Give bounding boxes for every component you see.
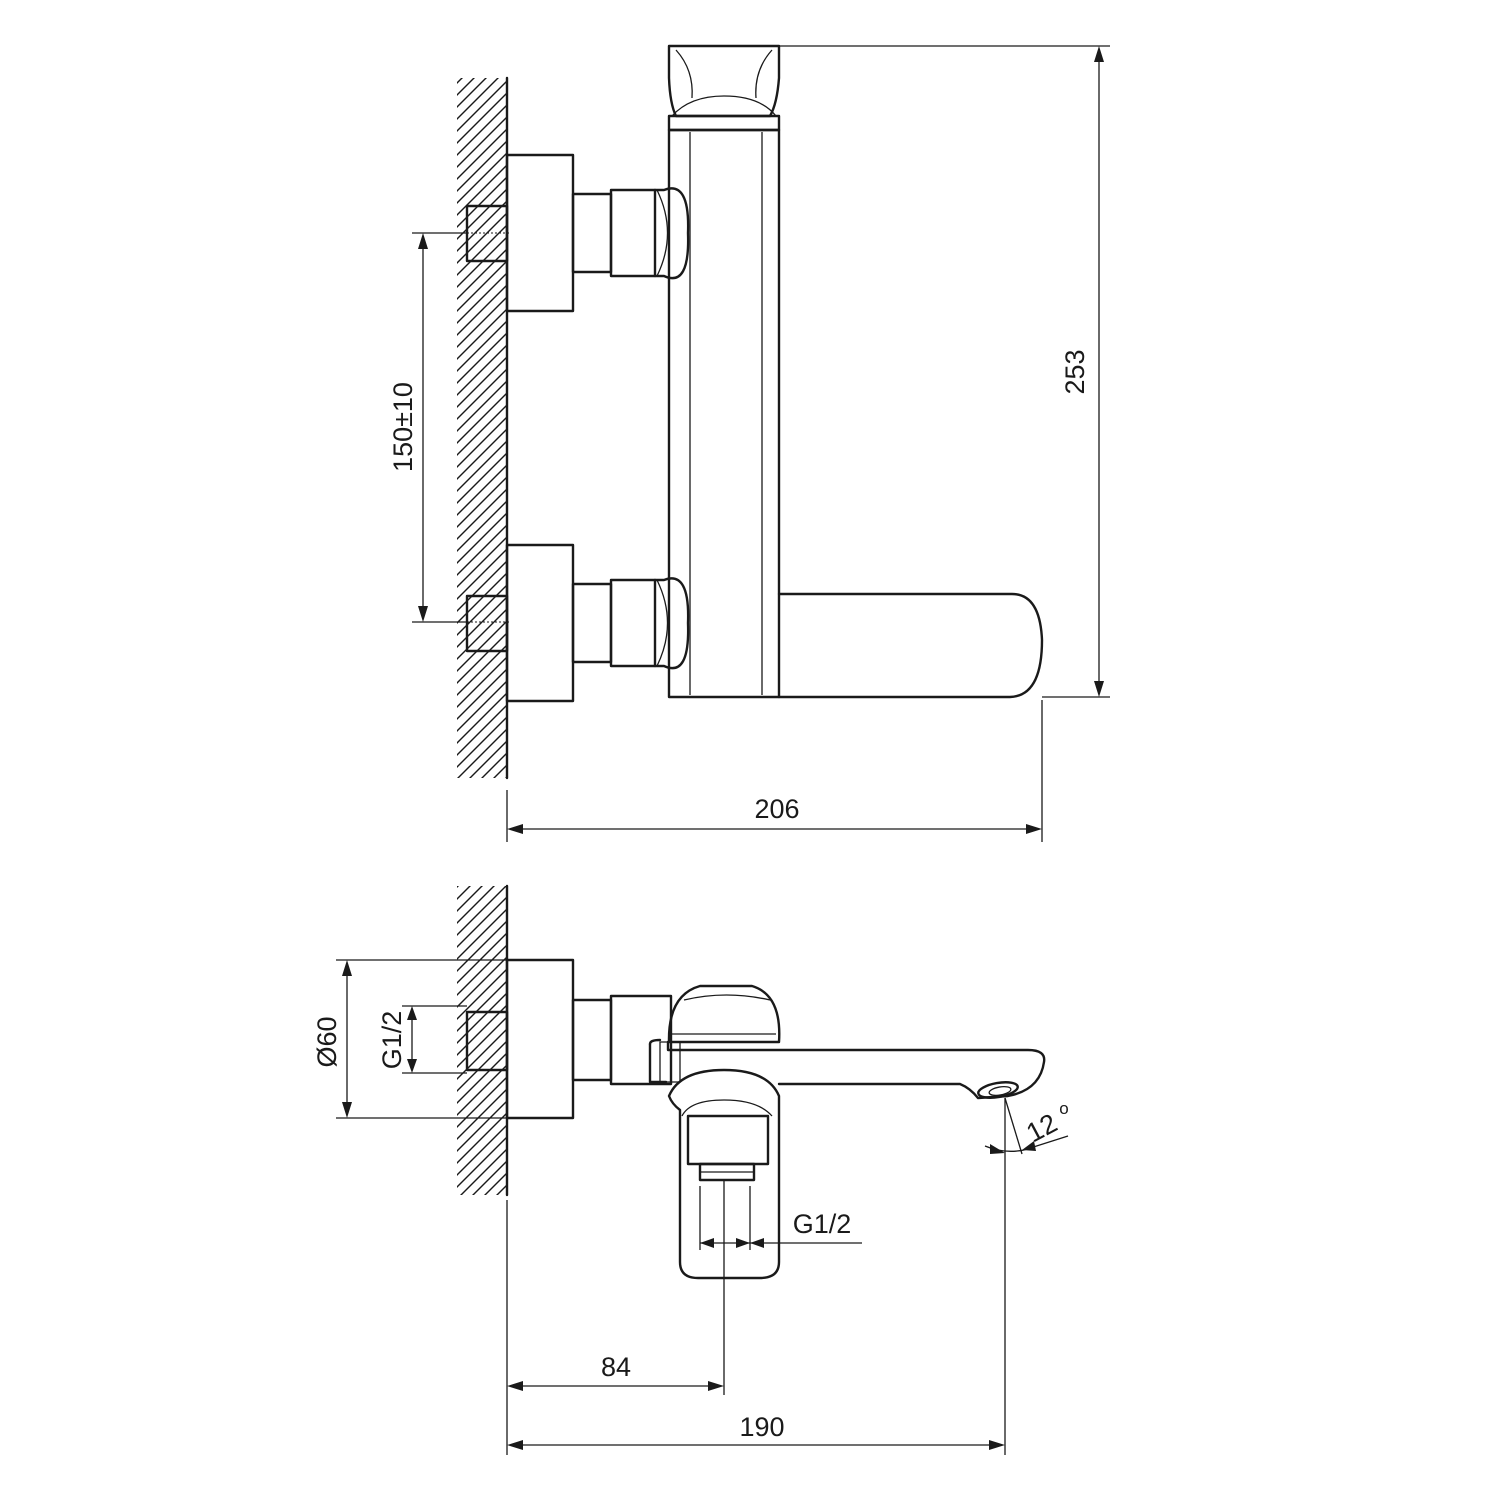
inlet-spacing-label: 150±10 — [388, 382, 418, 472]
dim-spout-reach: 190 — [507, 1412, 1005, 1450]
side-view: Ø60 G1/2 G1/2 12 o — [312, 884, 1069, 1455]
overall-width-label: 206 — [754, 794, 799, 824]
dim-flange-diameter: Ø60 — [312, 960, 352, 1118]
mixer-body-side — [648, 1038, 681, 1084]
lower-connector — [465, 543, 690, 703]
flange-diameter-label: Ø60 — [312, 1016, 342, 1067]
diverter-body — [667, 1068, 781, 1280]
spout-angle-degree: o — [1059, 1099, 1068, 1118]
wall-side — [457, 884, 509, 1197]
dim-inlet-spacing: 150±10 — [388, 233, 428, 622]
dim-overall-height: 253 — [1060, 46, 1104, 697]
dim-outlet-thread: G1/2 — [700, 1209, 862, 1248]
outlet-thread-label: G1/2 — [793, 1209, 852, 1239]
spout-front — [777, 592, 1044, 699]
spout-side — [666, 1040, 1046, 1100]
dim-inlet-thread: G1/2 — [377, 1006, 417, 1073]
dim-overall-width: 206 — [507, 794, 1042, 834]
dim-spout-angle: 12 o — [984, 1099, 1069, 1154]
dim-outlet-offset: 84 — [507, 1352, 724, 1391]
upper-connector — [465, 153, 690, 313]
front-view: 253 150±10 206 — [388, 44, 1110, 842]
spout-reach-label: 190 — [739, 1412, 784, 1442]
inlet-thread-label: G1/2 — [377, 1011, 407, 1070]
wall-front — [457, 76, 509, 780]
overall-height-label: 253 — [1060, 349, 1090, 394]
extension-lines-front — [412, 45, 1110, 842]
outlet-offset-label: 84 — [601, 1352, 631, 1382]
lever-handle — [667, 44, 781, 132]
mixer-body — [667, 128, 781, 699]
extension-lines-side — [336, 959, 1023, 1455]
lever-cap-side — [667, 984, 781, 1044]
side-connector — [465, 958, 673, 1120]
spout-angle-label: 12 — [1021, 1108, 1062, 1149]
